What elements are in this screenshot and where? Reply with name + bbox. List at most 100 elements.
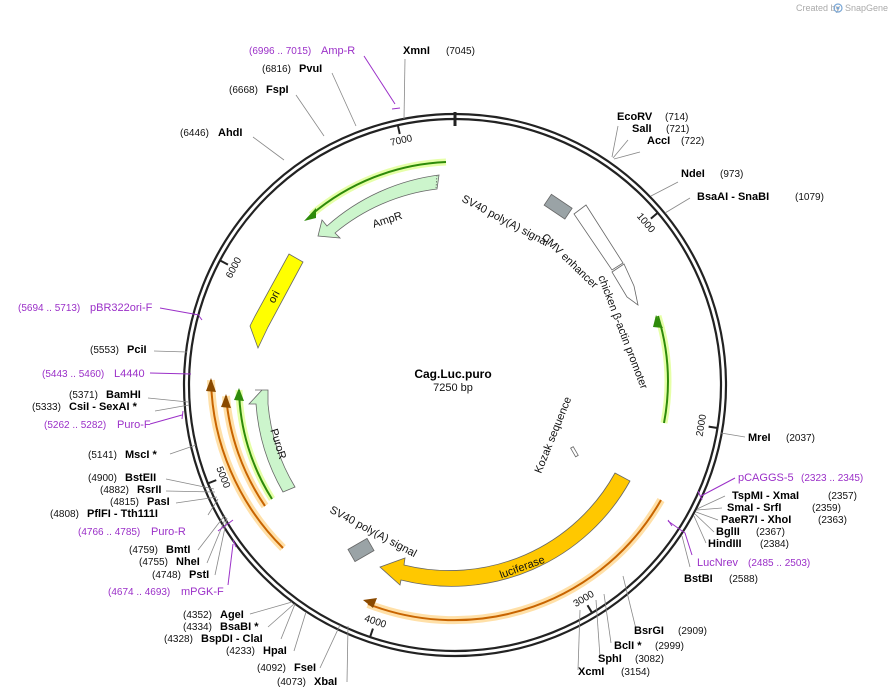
label-kozak: Kozak sequence — [533, 395, 575, 475]
plasmid-name: Cag.Luc.puro — [414, 367, 491, 381]
primer-ampr-name[interactable]: Amp-R — [321, 45, 355, 57]
tick-mark — [650, 212, 659, 220]
label-chicken: chicken β-actin promoter — [595, 274, 650, 391]
enzyme-nhei[interactable]: NheI — [176, 556, 200, 568]
enzyme-xcmi[interactable]: XcmI — [578, 666, 604, 678]
enzyme-fspi[interactable]: FspI — [266, 84, 289, 96]
feature-ampr — [317, 174, 440, 239]
enzyme-rsrii-pos: (4882) — [100, 485, 129, 496]
features — [248, 174, 639, 587]
feature-sv40-top — [543, 193, 573, 220]
enzyme-bsabi-pos: (4334) — [183, 622, 212, 633]
enzyme-smai[interactable]: SmaI - SrfI — [727, 502, 781, 514]
enzyme-acci-pos: (722) — [681, 136, 704, 147]
orf-arrows — [206, 158, 672, 625]
enzyme-msci[interactable]: MscI * — [125, 449, 158, 461]
credit-brand: SnapGene — [845, 3, 888, 13]
enzyme-tspmi[interactable]: TspMI - XmaI — [732, 490, 799, 502]
enzyme-bsrgi-pos: (2909) — [678, 626, 707, 637]
label-sv40-top: SV40 poly(A) signal — [460, 193, 551, 249]
enzyme-mrei[interactable]: MreI — [748, 432, 771, 444]
primer-mpgk-range: (4674 .. 4693) — [108, 587, 170, 598]
enzyme-nhei-pos: (4755) — [139, 557, 168, 568]
primer-purof-name[interactable]: Puro-F — [117, 419, 151, 431]
enzyme-xcmi-pos: (3154) — [621, 667, 650, 678]
primer-pbr322-name[interactable]: pBR322ori-F — [90, 302, 153, 314]
enzyme-psti[interactable]: PstI — [189, 569, 209, 581]
enzyme-bamhi-pos: (5371) — [69, 390, 98, 401]
primer-mpgk-name[interactable]: mPGK-F — [181, 586, 224, 598]
tick-label: 4000 — [363, 613, 388, 631]
feature-cmv — [573, 204, 624, 271]
enzyme-sali-pos: (721) — [666, 124, 689, 135]
enzyme-paer7i[interactable]: PaeR7I - XhoI — [721, 514, 791, 526]
tick-mark — [219, 259, 229, 266]
plasmid-length: 7250 bp — [433, 382, 473, 394]
enzyme-hindiii-pos: (2384) — [760, 539, 789, 550]
leader-layer — [147, 58, 746, 683]
tick-label: 3000 — [572, 589, 597, 610]
enzyme-bstbi[interactable]: BstBI — [684, 573, 713, 585]
enzyme-sali[interactable]: SalI — [632, 123, 652, 135]
enzyme-pvui[interactable]: PvuI — [299, 63, 322, 75]
enzyme-pvui-pos: (6816) — [262, 64, 291, 75]
tick-mark — [396, 125, 401, 135]
enzyme-ahdi[interactable]: AhdI — [218, 127, 242, 139]
primer-lucnrev-name[interactable]: LucNrev — [697, 557, 738, 569]
primer-lucnrev-range: (2485 .. 2503) — [748, 558, 810, 569]
primer-puror-name[interactable]: Puro-R — [151, 526, 186, 538]
enzyme-agei-pos: (4352) — [183, 610, 212, 621]
enzyme-csii[interactable]: CsiI - SexAI * — [69, 401, 138, 413]
primer-puror-range: (4766 .. 4785) — [78, 527, 140, 538]
enzyme-bglii[interactable]: BglII — [716, 526, 740, 538]
enzyme-bmti[interactable]: BmtI — [166, 544, 190, 556]
feature-chicken — [611, 263, 639, 306]
enzyme-agei[interactable]: AgeI — [220, 609, 244, 621]
enzyme-pflfi[interactable]: PflFI - Tth111I — [87, 508, 158, 520]
enzyme-mrei-pos: (2037) — [786, 433, 815, 444]
enzyme-bcli[interactable]: BclI * — [614, 640, 642, 652]
enzyme-bamhi[interactable]: BamHI — [106, 389, 141, 401]
enzyme-xmni[interactable]: XmnI — [403, 45, 430, 57]
primer-l4440-name[interactable]: L4440 — [114, 368, 145, 380]
enzyme-pasi[interactable]: PasI — [147, 496, 170, 508]
enzyme-ecorv[interactable]: EcoRV — [617, 111, 653, 123]
enzyme-bmti-pos: (4759) — [129, 545, 158, 556]
enzyme-bspdi[interactable]: BspDI - ClaI — [201, 633, 263, 645]
enzyme-sphi[interactable]: SphI — [598, 653, 622, 665]
enzyme-smai-pos: (2359) — [812, 503, 841, 514]
tick-mark — [586, 604, 593, 614]
primer-pcaggs5-name[interactable]: pCAGGS-5 — [738, 472, 794, 484]
label-sv40-bottom: SV40 poly(A) signal — [328, 504, 419, 560]
enzyme-ndei[interactable]: NdeI — [681, 168, 705, 180]
enzyme-hpai[interactable]: HpaI — [263, 645, 287, 657]
enzyme-hindiii[interactable]: HindIII — [708, 538, 742, 550]
enzyme-rsrii[interactable]: RsrII — [137, 484, 161, 496]
enzyme-bsteii[interactable]: BstEII — [125, 472, 156, 484]
enzyme-fspi-pos: (6668) — [229, 85, 258, 96]
enzyme-paer7i-pos: (2363) — [818, 515, 847, 526]
enzyme-bsabi[interactable]: BsaBI * — [220, 621, 259, 633]
enzyme-bglii-pos: (2367) — [756, 527, 785, 538]
primer-leaders — [149, 55, 736, 586]
enzyme-sphi-pos: (3082) — [635, 654, 664, 665]
enzyme-bsaai[interactable]: BsaAI - SnaBI — [697, 191, 769, 203]
enzyme-xbai[interactable]: XbaI — [314, 676, 337, 688]
enzyme-xbai-pos: (4073) — [277, 677, 306, 688]
enzyme-bstbi-pos: (2588) — [729, 574, 758, 585]
enzyme-ahdi-pos: (6446) — [180, 128, 209, 139]
enzyme-fsei[interactable]: FseI — [294, 662, 316, 674]
tick-label: 2000 — [695, 413, 710, 437]
enzyme-msci-pos: (5141) — [88, 450, 117, 461]
enzyme-acci[interactable]: AccI — [647, 135, 670, 147]
tick-label: 1000 — [634, 211, 657, 235]
primer-l4440-range: (5443 .. 5460) — [42, 369, 104, 380]
enzyme-pcii-pos: (5553) — [90, 345, 119, 356]
primer-ampr-range: (6996 .. 7015) — [249, 46, 311, 57]
feature-puror — [248, 389, 296, 493]
enzyme-bsaai-pos: (1079) — [795, 192, 824, 203]
enzyme-bsrgi[interactable]: BsrGI — [634, 625, 664, 637]
enzyme-pcii[interactable]: PciI — [127, 344, 147, 356]
enzyme-ecorv-pos: (714) — [665, 112, 688, 123]
